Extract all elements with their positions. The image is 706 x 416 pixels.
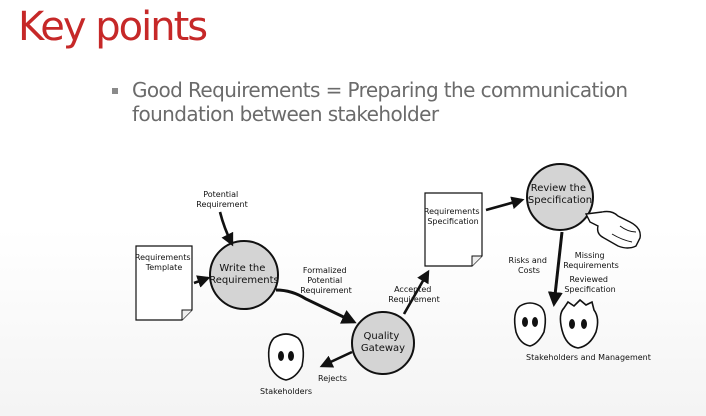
stakeholders-management-label: Stakeholders and Management — [526, 353, 651, 362]
review-label-line2: Specification — [528, 195, 592, 206]
stakeholders-label: Stakeholders — [260, 387, 312, 396]
potential-arrow — [218, 211, 234, 247]
spec-label-line1: Requirements — [424, 207, 480, 216]
risks-costs-label: Risks and Costs — [509, 256, 550, 275]
spec-label-line2: Specification — [427, 217, 478, 226]
write-label-line1: Write the — [219, 263, 265, 274]
potential-requirement-label: Potential Requirement — [196, 190, 247, 209]
svg-text:Requirements Template: Requirements Template — [135, 253, 193, 272]
stakeholder-figure — [267, 333, 305, 381]
accepted-label: Accepted Requirement — [388, 285, 439, 304]
missing-requirements-label: Missing Requirements — [563, 251, 619, 270]
bullet-item: Good Requirements = Preparing the commun… — [112, 78, 672, 126]
template-label-line1: Requirements — [135, 253, 191, 262]
slide-title: Key points — [18, 4, 208, 50]
quality-gateway-process: Quality Gateway — [351, 311, 415, 375]
template-label-line2: Template — [145, 263, 183, 272]
requirements-spec-doc: Requirements Specification — [424, 192, 483, 267]
bullet-marker — [112, 88, 118, 94]
stakeholder-figure-right-1 — [513, 302, 547, 347]
requirements-template-doc: Requirements Template — [135, 245, 193, 321]
accepted-arrow — [402, 269, 430, 315]
reviewed-specification-label: Reviewed Specification — [564, 275, 615, 294]
template-arrow — [193, 275, 211, 288]
review-to-stakeholders-arrow — [547, 231, 564, 307]
svg-text:Write the Requirements: Write the Requirements — [209, 263, 279, 286]
formalized-label: Formalized Potential Requirement — [300, 266, 351, 295]
write-to-gateway-arrow — [275, 288, 357, 324]
svg-text:Requirements Specificati: Requirements Specification — [424, 207, 482, 226]
svg-text:Review the Specification: Review the Specification — [528, 183, 592, 206]
rejects-label: Rejects — [318, 374, 347, 383]
gateway-label-line2: Gateway — [361, 343, 405, 354]
manager-figure — [559, 298, 599, 349]
spec-to-review-arrow — [485, 196, 525, 212]
write-label-line2: Requirements — [209, 275, 279, 286]
rejects-arrow — [319, 350, 353, 368]
review-specification-process: Review the Specification — [526, 163, 594, 231]
pointing-hand-icon — [584, 210, 641, 249]
bullet-text: Good Requirements = Preparing the commun… — [132, 78, 628, 126]
write-requirements-process: Write the Requirements — [209, 240, 279, 310]
review-label-line1: Review the — [531, 183, 586, 194]
svg-text:Quality Gateway: Quality Gateway — [361, 331, 405, 354]
gateway-label-line1: Quality — [364, 331, 400, 342]
